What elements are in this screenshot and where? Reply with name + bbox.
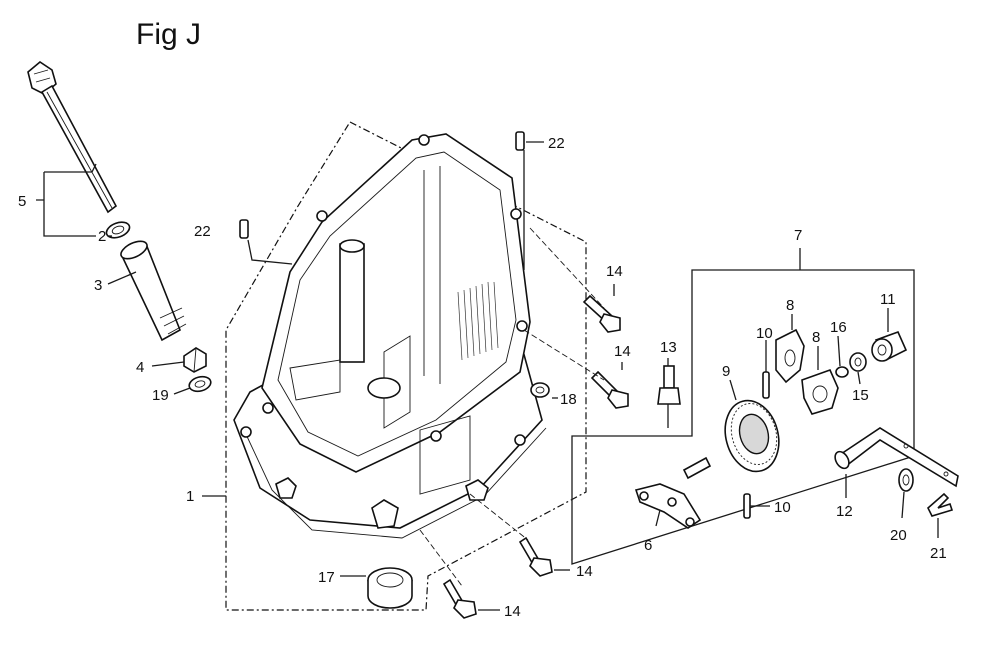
callout-8-upper: 8 — [786, 297, 794, 314]
flange-bolt-lower-left — [442, 578, 477, 619]
callout-19: 19 — [152, 387, 169, 404]
callout-17: 17 — [318, 569, 335, 586]
callout-13: 13 — [660, 339, 677, 356]
shaft-washer — [898, 468, 914, 492]
callout-7: 7 — [794, 227, 802, 244]
crankcase-hatching — [457, 281, 499, 361]
governor-washer-small — [835, 366, 849, 378]
dowel-pin-top — [515, 131, 525, 151]
callout-14-mid: 14 — [614, 343, 631, 360]
callout-16: 16 — [830, 319, 847, 336]
callout-9: 9 — [722, 363, 730, 380]
governor-group-outline — [571, 269, 915, 565]
governor-bolt — [657, 365, 681, 405]
callout-3: 3 — [94, 277, 102, 294]
callout-14-lower-left: 14 — [504, 603, 521, 620]
governor-washer — [849, 352, 867, 372]
governor-gear — [724, 399, 780, 473]
flange-bolt-lower-right — [518, 536, 553, 577]
crankcase-cover — [233, 133, 547, 539]
oil-seal — [367, 567, 413, 609]
governor-holder — [871, 330, 908, 362]
callout-12: 12 — [836, 503, 853, 520]
callout-15: 15 — [852, 387, 869, 404]
callout-4: 4 — [136, 359, 144, 376]
callout-22-top: 22 — [548, 135, 565, 152]
tube-washer — [188, 375, 212, 393]
governor-pin-lower — [743, 493, 751, 519]
callout-22-left: 22 — [194, 223, 211, 240]
callout-14-lower-right: 14 — [576, 563, 593, 580]
callout-8-lower: 8 — [812, 329, 820, 346]
callout-20: 20 — [890, 527, 907, 544]
callout-6: 6 — [644, 537, 652, 554]
callout-21: 21 — [930, 545, 947, 562]
dipstick-assembly — [27, 61, 212, 393]
dowel-pin-left — [239, 219, 249, 239]
governor-arm — [634, 483, 702, 529]
crankcase-pillar — [339, 243, 365, 363]
dipstick-cap — [27, 61, 57, 95]
callout-10-lower: 10 — [774, 499, 791, 516]
callout-10-upper: 10 — [756, 325, 773, 342]
callout-labels: 5 2 3 4 19 22 22 1 17 14 14 14 14 18 7 1… — [18, 135, 947, 620]
o-ring — [105, 221, 131, 239]
drain-washer — [530, 382, 550, 398]
callout-18: 18 — [560, 391, 577, 408]
governor-shaft — [834, 427, 959, 488]
governor-weight-lower — [801, 368, 839, 415]
shaft-clip — [927, 492, 954, 517]
callout-14-upper: 14 — [606, 263, 623, 280]
callout-11: 11 — [880, 291, 896, 308]
callout-5: 5 — [18, 193, 26, 210]
figure-title: Fig J — [136, 18, 201, 51]
callout-2: 2 — [98, 228, 106, 245]
flange-bolt-mid — [590, 370, 629, 409]
flange-bolt-upper — [582, 294, 621, 333]
crankcase-group-outline — [225, 121, 587, 611]
governor-weight-upper — [775, 328, 805, 384]
crankcase-body — [261, 133, 531, 473]
governor-pin-upper — [762, 371, 770, 399]
callout-1: 1 — [186, 488, 194, 505]
